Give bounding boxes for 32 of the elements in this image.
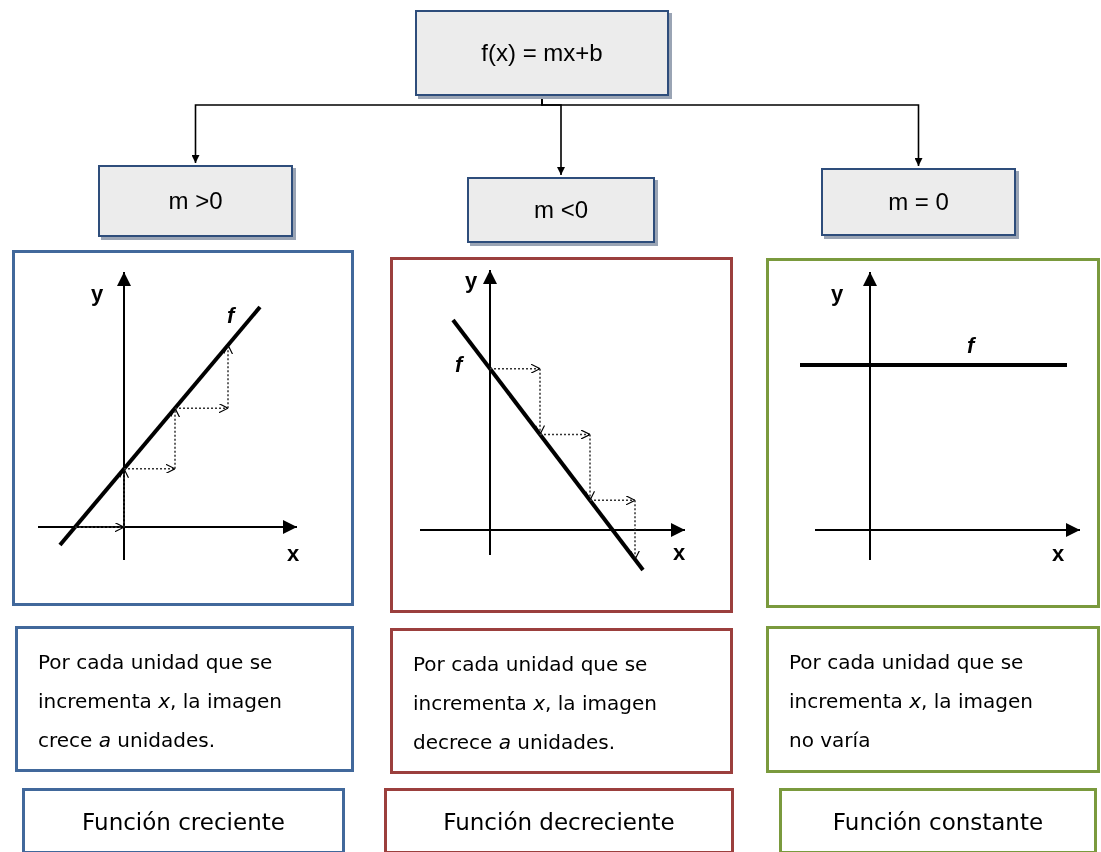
axis-label: y (91, 283, 104, 305)
condition-box (98, 165, 293, 237)
description-text: Por cada unidad que se incrementa x, la imagen crece a unidades. (38, 650, 282, 752)
function-type-box (22, 788, 345, 852)
function-label: f (455, 354, 463, 376)
description-box (390, 628, 733, 774)
function-type-box (384, 788, 734, 852)
axis-label: x (1052, 543, 1065, 565)
title-text: Función constante (832, 809, 1044, 837)
axis-label: x (673, 542, 686, 564)
condition-text: m <0 (534, 196, 588, 224)
function-label: f (967, 335, 975, 357)
title-text: Función decreciente (443, 809, 675, 837)
condition-text: f(x) = mx+b (481, 39, 603, 67)
function-type-box (779, 788, 1097, 852)
axis-label: y (831, 283, 844, 305)
graph-panel (390, 257, 733, 613)
function-label: f (227, 305, 235, 327)
condition-box (415, 10, 669, 96)
description-box (766, 626, 1100, 773)
description-text: Por cada unidad que se incrementa x, la imagen decrece a unidades. (413, 652, 657, 754)
description-box (15, 626, 354, 772)
condition-box (467, 177, 655, 243)
condition-box (821, 168, 1016, 236)
graph-panel (766, 258, 1100, 608)
axis-label: y (465, 270, 478, 292)
condition-text: m >0 (168, 187, 223, 215)
graph-panel (12, 250, 354, 606)
axis-label: x (287, 543, 300, 565)
condition-text: m = 0 (888, 188, 949, 216)
description-text: Por cada unidad que se incrementa x, la imagen no varía (789, 650, 1033, 752)
title-text: Función creciente (82, 809, 285, 837)
